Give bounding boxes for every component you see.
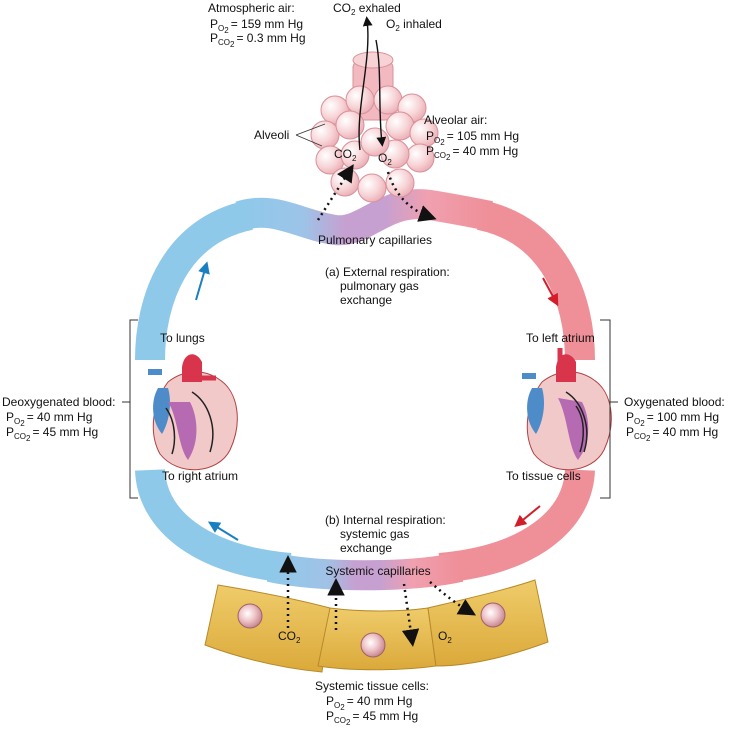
external-respiration-line2: pulmonary gas xyxy=(340,279,419,293)
flow-arrow-pulmonary-vein xyxy=(542,277,559,307)
tissue-cell-middle-nucleus xyxy=(360,632,386,658)
flow-arrow-to-lungs xyxy=(195,261,210,301)
atmospheric-po2: PO2= 159 mm Hg xyxy=(210,17,303,35)
left-bracket xyxy=(129,319,138,499)
alveoli-leader-1 xyxy=(295,123,326,136)
systemic-vein-vessel xyxy=(135,468,292,583)
pulmonary-vein-vessel xyxy=(476,200,595,361)
alveolus-co2-label: CO2 xyxy=(334,147,357,163)
deoxygenated-pco2: PCO2= 45 mm Hg xyxy=(6,425,98,443)
alveolar-pco2: PCO2= 40 mm Hg xyxy=(426,144,518,162)
tissue-title: Systemic tissue cells: xyxy=(315,679,429,693)
flow-arrow-systemic-artery xyxy=(514,505,541,528)
o2-diffusion-from-alveoli xyxy=(386,171,437,222)
tissue-co2-label: CO2 xyxy=(278,629,301,645)
tissue-cell-left-nucleus xyxy=(237,603,263,629)
tissue-cell-left xyxy=(204,584,331,673)
deoxygenated-po2: PO2= 40 mm Hg xyxy=(6,410,92,428)
to-left-atrium-label: To left atrium xyxy=(526,331,595,345)
pulmonary-capillaries-label: Pulmonary capillaries xyxy=(318,233,432,247)
co2-diffusion-into-alveoli xyxy=(316,164,354,221)
to-right-atrium-label: To right atrium xyxy=(162,469,238,483)
alveolus-o2-label: O2 xyxy=(378,151,392,167)
o2-inhaled-label: O2 inhaled xyxy=(386,17,442,33)
alveoli-label: Alveoli xyxy=(254,128,289,142)
alveolar-title: Alveolar air: xyxy=(424,113,487,127)
pulmonary-capillary-band xyxy=(235,189,493,246)
systemic-artery-vessel xyxy=(438,468,595,583)
alveoli-cluster xyxy=(310,85,439,203)
to-lungs-label: To lungs xyxy=(160,331,205,345)
flow-arrow-systemic-vein xyxy=(207,521,239,541)
pulmonary-artery-vessel xyxy=(135,200,254,361)
deoxygenated-title: Deoxygenated blood: xyxy=(2,395,115,409)
atmospheric-title: Atmospheric air: xyxy=(208,1,295,15)
external-respiration-line1: (a) External respiration: xyxy=(325,265,450,279)
oxygenated-title: Oxygenated blood: xyxy=(624,395,725,409)
oxygenated-pco2: PCO2= 40 mm Hg xyxy=(626,425,718,443)
alveolar-po2: PO2= 105 mm Hg xyxy=(426,129,519,147)
atmospheric-pco2: PCO2= 0.3 mm Hg xyxy=(210,31,306,49)
heart-left-diagram xyxy=(148,354,238,471)
trachea-opening xyxy=(352,51,394,69)
tissue-cell-right-nucleus xyxy=(480,602,506,628)
internal-respiration-line2: systemic gas xyxy=(340,527,409,541)
heart-right-diagram xyxy=(522,348,612,471)
right-bracket xyxy=(600,319,611,499)
tissue-po2: PO2= 40 mm Hg xyxy=(326,694,412,712)
oxygenated-po2: PO2= 100 mm Hg xyxy=(626,410,719,428)
lungs-alveoli xyxy=(310,51,439,203)
alveoli-leader-2 xyxy=(295,134,323,147)
o2-inhaled-arrow xyxy=(375,39,387,147)
systemic-capillaries-label: Systemic capillaries xyxy=(325,564,430,578)
tissue-pco2: PCO2= 45 mm Hg xyxy=(326,709,418,727)
tissue-cells xyxy=(204,579,549,673)
to-tissue-cells-label: To tissue cells xyxy=(506,469,581,483)
co2-exhaled-arrow xyxy=(358,16,373,151)
tissue-o2-label: O2 xyxy=(438,629,452,645)
external-respiration-line3: exchange xyxy=(340,293,392,307)
internal-respiration-line1: (b) Internal respiration: xyxy=(325,513,446,527)
internal-respiration-line3: exchange xyxy=(340,541,392,555)
co2-exhaled-label: CO2 exhaled xyxy=(333,1,401,17)
